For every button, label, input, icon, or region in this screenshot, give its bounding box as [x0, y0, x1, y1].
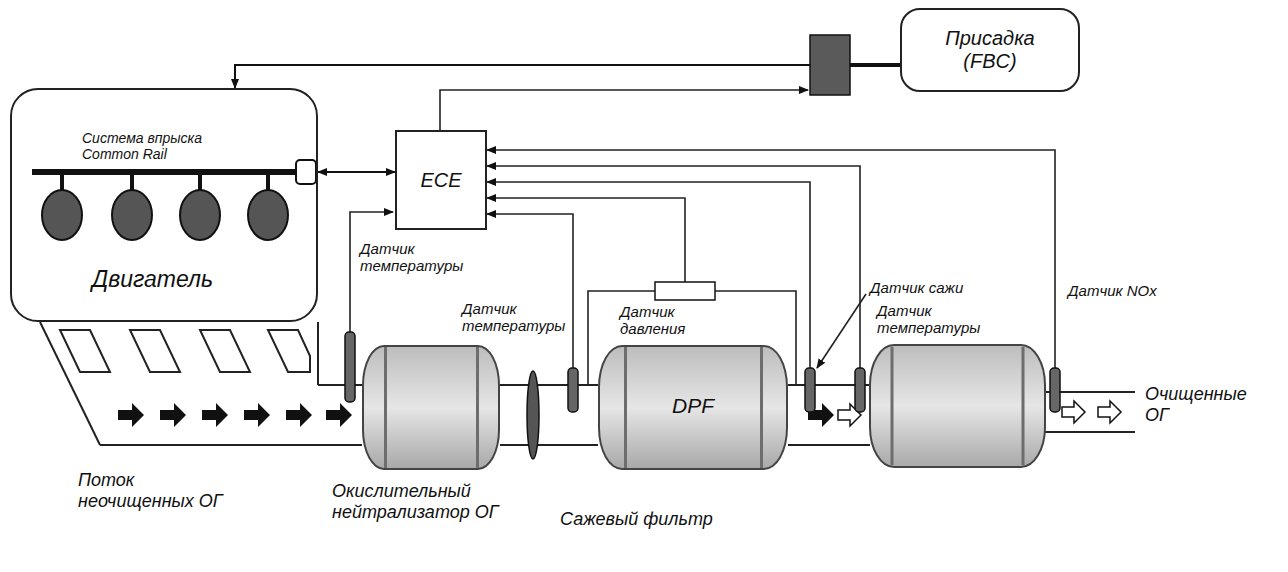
- sensor-label: Датчик температуры: [360, 240, 470, 275]
- dpf-filter: DPFСажевый фильтр: [598, 345, 788, 470]
- connector: [235, 65, 900, 88]
- catalyst-label: Окислительный нейтрализатор ОГ: [332, 481, 547, 522]
- filter-label: Сажевый фильтр: [560, 509, 780, 530]
- additive-line: [850, 63, 902, 67]
- dpf-label: DPF: [600, 394, 786, 418]
- ece-box: ECE: [395, 130, 487, 230]
- common-rail: [32, 160, 316, 240]
- sensor-wires: [350, 90, 1055, 385]
- sensor-label: Датчик давления: [620, 303, 720, 338]
- ece-label: ECE: [420, 169, 461, 192]
- sensor-label: Датчик NOx: [1068, 282, 1188, 299]
- system-label: Система впрыска Common Rail: [82, 130, 232, 162]
- cylinder-band: [384, 347, 387, 468]
- cylinder-band: [760, 347, 763, 468]
- engine-box: Система впрыска Common RailДвигатель: [10, 88, 318, 322]
- additive-label: Присадка (FBC): [930, 27, 1050, 73]
- dosing-unit: [810, 35, 850, 95]
- clean-flow-arrows: [838, 401, 1121, 426]
- additive-box: Присадка (FBC): [900, 8, 1080, 92]
- sensor-label: Датчик температуры: [877, 302, 987, 337]
- cylinder-band: [624, 347, 627, 468]
- oxidation-catalyst: Окислительный нейтрализатор ОГ: [362, 345, 500, 470]
- pipe-flange: [527, 371, 539, 459]
- scr-catalyst: [870, 345, 1045, 467]
- engine-label: Двигатель: [92, 266, 252, 292]
- flow-label: Поток неочищенных ОГ: [78, 470, 228, 511]
- flow-label: Очищенные ОГ: [1145, 384, 1270, 425]
- sensor-label: Датчик температуры: [462, 300, 566, 335]
- cylinder-band: [476, 347, 479, 468]
- connector: [318, 171, 395, 173]
- sensor-label: Датчик сажи: [870, 279, 990, 296]
